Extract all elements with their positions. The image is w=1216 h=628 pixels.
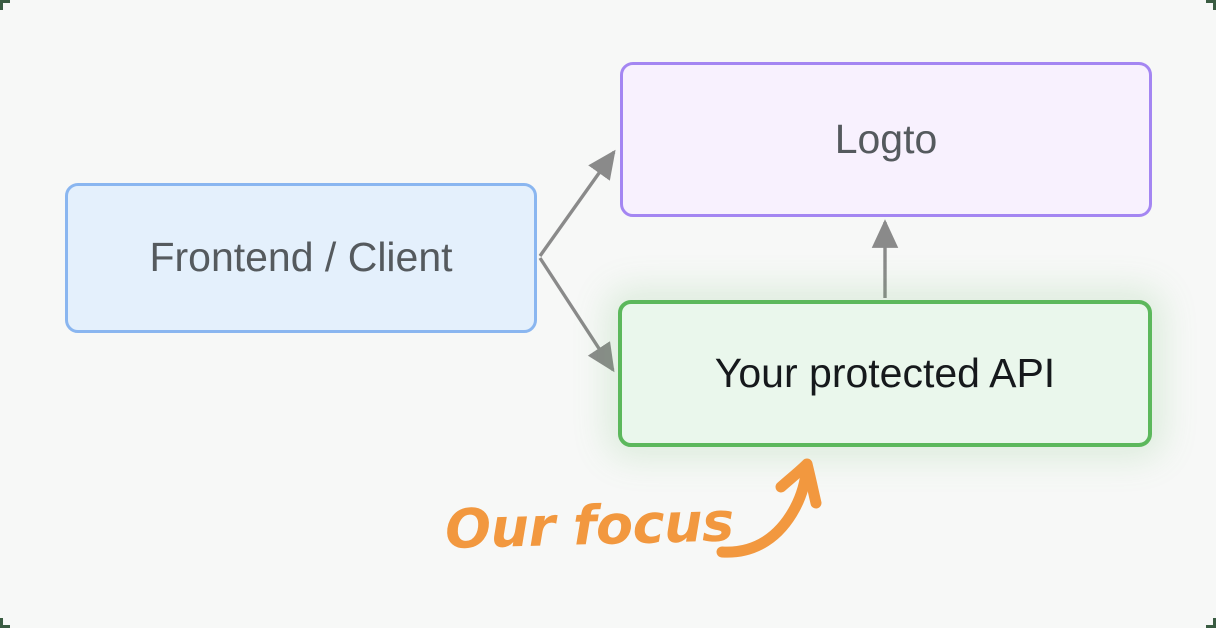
node-frontend-client[interactable]: Frontend / Client [65,183,537,333]
our-focus-arrow-icon [716,460,813,558]
node-logto-label: Logto [834,115,938,162]
edge-frontend-to-logto [538,149,616,257]
our-focus-annotation-label: Our focus [444,490,735,561]
node-your-protected-api-label: Your protected API [714,349,1056,396]
node-your-protected-api[interactable]: Your protected API [618,300,1152,447]
edge-frontend-to-api [538,257,615,373]
node-logto[interactable]: Logto [620,62,1152,217]
our-focus-arrowhead-icon [775,458,822,509]
corner-mark-top-left [0,0,10,10]
corner-mark-bottom-right [1206,618,1216,628]
corner-mark-bottom-left [0,618,10,628]
node-frontend-client-label: Frontend / Client [149,234,453,281]
corner-mark-top-right [1206,0,1216,10]
